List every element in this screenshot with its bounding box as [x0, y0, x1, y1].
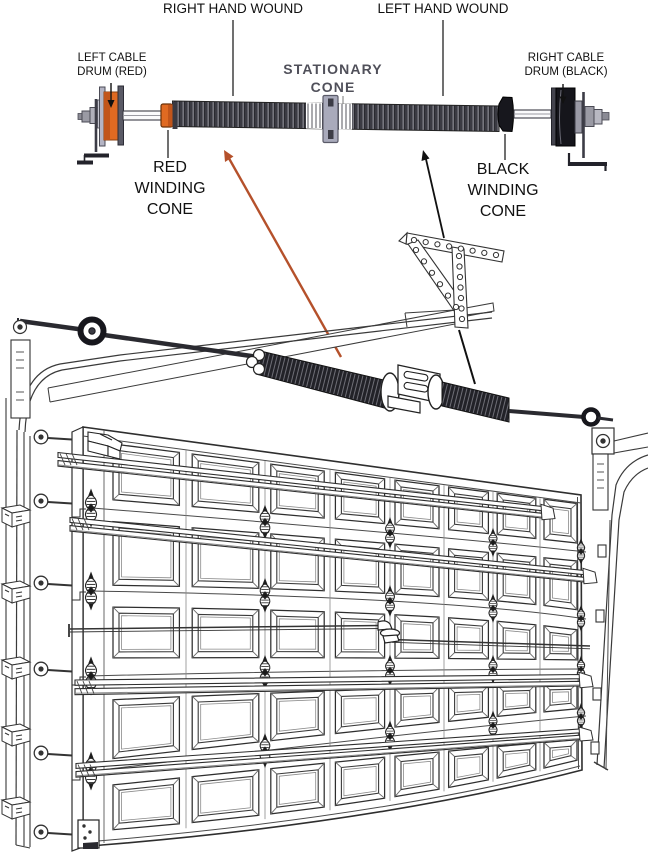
- svg-text:WINDING: WINDING: [134, 180, 205, 197]
- svg-text:RED: RED: [153, 159, 187, 176]
- svg-text:RIGHT HAND WOUND: RIGHT HAND WOUND: [163, 1, 303, 16]
- svg-text:DRUM (BLACK): DRUM (BLACK): [524, 66, 607, 78]
- svg-text:DRUM (RED): DRUM (RED): [77, 66, 147, 78]
- svg-text:CONE: CONE: [311, 79, 356, 95]
- svg-text:WINDING: WINDING: [467, 182, 538, 199]
- svg-text:CONE: CONE: [480, 203, 526, 220]
- svg-text:LEFT HAND WOUND: LEFT HAND WOUND: [377, 1, 508, 16]
- svg-text:STATIONARY: STATIONARY: [283, 61, 382, 77]
- svg-text:BLACK: BLACK: [477, 161, 530, 178]
- svg-text:CONE: CONE: [147, 201, 193, 218]
- svg-text:LEFT CABLE: LEFT CABLE: [78, 52, 147, 64]
- svg-text:RIGHT CABLE: RIGHT CABLE: [528, 52, 605, 64]
